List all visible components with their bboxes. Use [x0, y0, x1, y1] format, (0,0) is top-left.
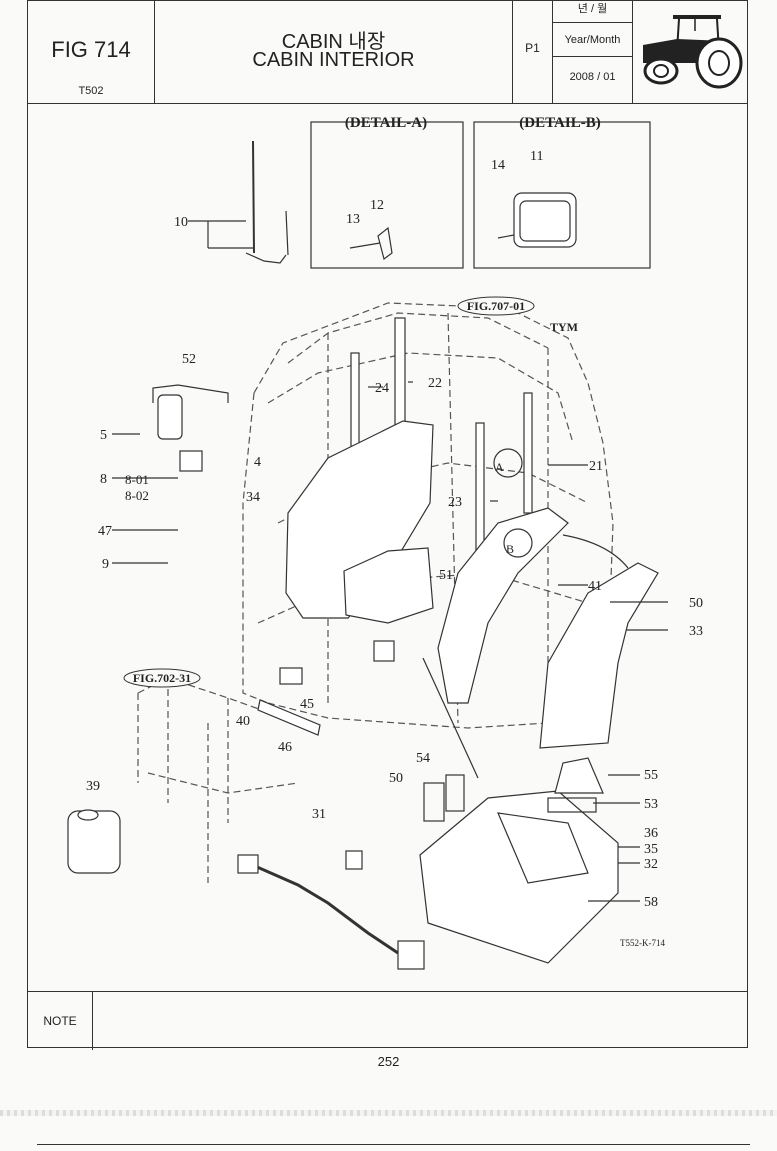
callout-9: 9 — [102, 557, 109, 572]
fig-number: FIG 714 — [51, 37, 131, 62]
callout-23: 23 — [448, 495, 462, 510]
page-frame: FIG 714 T502 CABIN 내장 CABIN INTERIOR P1 … — [27, 0, 748, 1050]
detail-b-title: (DETAIL-B) — [519, 115, 600, 131]
callout-34: 34 — [246, 490, 260, 505]
fig-702-ref: FIG.702-31 — [133, 671, 191, 685]
date-korean: 년 / 월 — [553, 1, 632, 23]
model-code: T502 — [78, 85, 104, 97]
fig-cell: FIG 714 T502 — [28, 1, 155, 103]
emblem-text: TYM — [550, 320, 578, 334]
callout-B: B — [506, 542, 514, 556]
callout-50-lower: 50 — [389, 771, 403, 786]
callout-14: 14 — [491, 158, 505, 173]
callout-10: 10 — [174, 215, 188, 230]
callout-54: 54 — [416, 751, 430, 766]
next-page-edge — [37, 1144, 750, 1151]
page-code: P1 — [525, 41, 540, 55]
tractor-icon — [633, 1, 749, 103]
callout-35: 35 — [644, 842, 658, 857]
exploded-diagram: (DETAIL-A) (DETAIL-B) FIG.707-01 FIG.702… — [28, 103, 747, 991]
scan-artifact — [0, 1110, 777, 1116]
title-cell: CABIN 내장 CABIN INTERIOR — [155, 1, 513, 103]
page-number: 252 — [377, 1054, 400, 1069]
callout-40: 40 — [236, 714, 250, 729]
callout-12: 12 — [370, 198, 384, 213]
callout-55: 55 — [644, 768, 658, 783]
callout-39: 39 — [86, 779, 100, 794]
callout-A: A — [495, 460, 504, 474]
callout-11: 11 — [530, 149, 543, 164]
note-row: NOTE — [28, 991, 747, 1050]
callout-36: 36 — [644, 826, 658, 841]
callout-4: 4 — [254, 455, 261, 470]
drawing-code: T552-K-714 — [620, 938, 665, 948]
callout-24: 24 — [375, 381, 389, 396]
callout-8-02: 8-02 — [125, 488, 149, 503]
callout-58: 58 — [644, 895, 658, 910]
callout-52: 52 — [182, 352, 196, 367]
detail-a-box — [310, 121, 464, 269]
callout-8: 8 — [100, 472, 107, 487]
callout-46: 46 — [278, 740, 292, 755]
callout-8-01: 8-01 — [125, 472, 149, 487]
detail-b-box — [473, 121, 651, 269]
callout-22: 22 — [428, 376, 442, 391]
detail-a-title: (DETAIL-A) — [345, 115, 427, 131]
callout-47: 47 — [98, 524, 112, 539]
fig-707-ref: FIG.707-01 — [467, 299, 525, 313]
page-code-cell: P1 — [513, 1, 553, 103]
callout-31: 31 — [312, 807, 326, 822]
title-english: CABIN INTERIOR — [252, 49, 415, 71]
title-block: FIG 714 T502 CABIN 내장 CABIN INTERIOR P1 … — [28, 1, 747, 104]
callout-13: 13 — [346, 212, 360, 227]
note-label: NOTE — [28, 992, 93, 1050]
callout-53: 53 — [644, 797, 658, 812]
callout-5: 5 — [100, 428, 107, 443]
callout-50-upper: 50 — [689, 596, 703, 611]
date-label: Year/Month — [553, 23, 632, 57]
callout-51: 51 — [439, 568, 453, 583]
date-cell: 년 / 월 Year/Month 2008 / 01 — [553, 1, 633, 103]
callout-45: 45 — [300, 697, 314, 712]
callout-32: 32 — [644, 857, 658, 872]
callout-41: 41 — [588, 579, 602, 594]
callout-21: 21 — [589, 459, 603, 474]
date-value: 2008 / 01 — [569, 71, 616, 83]
callout-33: 33 — [689, 624, 703, 639]
title-korean: CABIN 내장 — [281, 31, 386, 53]
